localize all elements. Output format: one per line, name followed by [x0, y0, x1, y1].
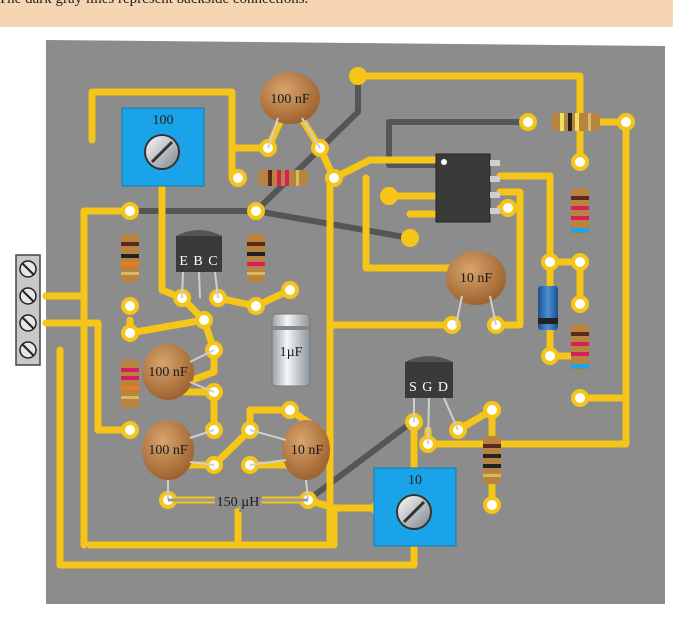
capacitor-middle-left-value: 100 nF — [148, 365, 188, 380]
solder-pad — [229, 169, 247, 187]
solder-pad — [571, 253, 589, 271]
terminal-screw-1[interactable] — [19, 260, 37, 278]
capacitor-bottom-right-value: 10 nF — [291, 443, 324, 458]
resistor-left-2[interactable] — [121, 360, 139, 408]
capacitor-top-value: 100 nF — [270, 92, 310, 107]
resistor-left-1[interactable] — [121, 234, 139, 282]
solder-pad — [281, 401, 299, 419]
resistor-bottom-right[interactable] — [483, 436, 501, 484]
solder-pad-large — [401, 229, 419, 247]
capacitor-right[interactable]: 10 nF — [446, 251, 506, 305]
solder-pad — [483, 401, 501, 419]
resistor-right-upper[interactable] — [571, 188, 589, 236]
solder-pad — [121, 202, 139, 220]
resistor-center[interactable] — [247, 234, 265, 282]
transistor-fet[interactable]: S G D — [405, 356, 459, 445]
terminal-screw-3[interactable] — [19, 314, 37, 332]
solder-pad — [247, 297, 265, 315]
transistor-bjt-pinout: E B C — [179, 254, 218, 269]
capacitor-bottom-left[interactable]: 100 nF — [142, 420, 194, 480]
solder-pad — [247, 202, 265, 220]
terminal-screw-2[interactable] — [19, 287, 37, 305]
solder-pad — [325, 169, 343, 187]
solder-pad — [541, 347, 559, 365]
solder-pad — [195, 311, 213, 329]
capacitor-top[interactable]: 100 nF — [260, 72, 320, 124]
solder-pad-large — [349, 67, 367, 85]
solder-pad — [571, 295, 589, 313]
header-band: The dark gray lines represent backside c… — [0, 0, 673, 27]
solder-pad-large — [380, 187, 398, 205]
diode[interactable] — [538, 286, 558, 330]
electrolytic-capacitor-value: 1µF — [280, 345, 303, 360]
transistor-bjt[interactable]: E B C — [176, 230, 222, 299]
capacitor-middle-left[interactable]: 100 nF — [142, 344, 194, 400]
capacitor-bottom-right[interactable]: 10 nF — [282, 420, 330, 480]
trimmer-potentiometer-top[interactable]: 100 — [121, 107, 205, 187]
terminal-screw-4[interactable] — [19, 341, 37, 359]
trimmer-bottom-value: 10 — [408, 473, 422, 488]
terminal-block[interactable] — [15, 254, 41, 366]
header-note: The dark gray lines represent backside c… — [0, 0, 308, 8]
solder-pad — [499, 199, 517, 217]
solder-pad — [281, 281, 299, 299]
component-leads — [167, 117, 497, 502]
transistor-fet-pinout: S G D — [409, 380, 449, 395]
resistor-horizontal-top-right[interactable] — [552, 113, 600, 131]
solder-pad — [483, 496, 501, 514]
resistor-right-lower[interactable] — [571, 324, 589, 372]
solder-pad — [571, 389, 589, 407]
capacitor-bottom-left-value: 100 nF — [148, 443, 188, 458]
inductor-value: 150 µH — [217, 495, 260, 510]
solder-pad — [541, 253, 559, 271]
capacitor-right-value: 10 nF — [460, 271, 493, 286]
solder-pad — [121, 324, 139, 342]
trimmer-potentiometer-bottom[interactable]: 10 — [373, 467, 457, 547]
solder-pad — [519, 113, 537, 131]
solder-pad — [121, 297, 139, 315]
trimmer-top-value: 100 — [153, 113, 174, 128]
ic-chip[interactable] — [435, 153, 500, 223]
solder-pad — [617, 113, 635, 131]
solder-pad — [571, 153, 589, 171]
solder-pad — [443, 316, 461, 334]
resistor-horizontal-top[interactable] — [258, 170, 308, 186]
electrolytic-capacitor[interactable]: 1µF — [271, 313, 311, 387]
solder-pad — [121, 421, 139, 439]
